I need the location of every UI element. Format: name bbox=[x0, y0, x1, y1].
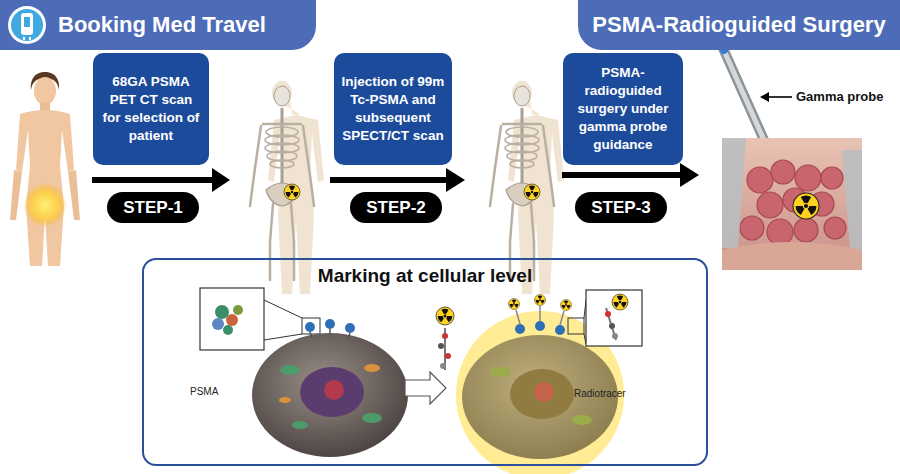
part-label: Radiotracer bbox=[574, 388, 626, 399]
brand-banner: Booking Med Travel bbox=[0, 0, 316, 50]
skeleton-figure bbox=[250, 81, 324, 294]
node-text: Marking at cellular level bbox=[318, 265, 532, 287]
process-box: 68GA PSMA PET CT scan for selection of p… bbox=[93, 53, 209, 165]
callout-label: Gamma probe bbox=[796, 89, 883, 104]
cell-illustration bbox=[200, 288, 642, 474]
node-text: STEP-1 bbox=[123, 198, 183, 218]
node-text: Injection of 99m Tc-PSMA and subsequent … bbox=[341, 73, 445, 144]
skeleton-figure bbox=[490, 81, 564, 294]
part-label: PSMA bbox=[190, 386, 218, 397]
node-text: STEP-2 bbox=[366, 198, 426, 218]
node-text: 68GA PSMA PET CT scan for selection of p… bbox=[100, 73, 202, 144]
node-text: Booking Med Travel bbox=[58, 12, 266, 38]
panel-box: Marking at cellular level bbox=[142, 258, 708, 466]
process-box: PSMA-radioguided surgery under gamma pro… bbox=[563, 53, 683, 165]
patient-figure bbox=[10, 72, 80, 266]
step-pill: STEP-1 bbox=[107, 192, 199, 223]
node-text: PSMA-radioguided surgery under gamma pro… bbox=[570, 64, 676, 153]
process-box: Injection of 99m Tc-PSMA and subsequent … bbox=[334, 53, 452, 165]
surgery-image bbox=[722, 138, 862, 270]
title-banner: PSMA-Radioguided Surgery bbox=[578, 0, 900, 50]
node-text: PSMA-Radioguided Surgery bbox=[592, 12, 885, 38]
node-text: STEP-3 bbox=[591, 198, 651, 218]
step-arrow bbox=[92, 163, 699, 192]
step-pill: STEP-2 bbox=[350, 192, 442, 223]
step-pill: STEP-3 bbox=[575, 192, 667, 223]
